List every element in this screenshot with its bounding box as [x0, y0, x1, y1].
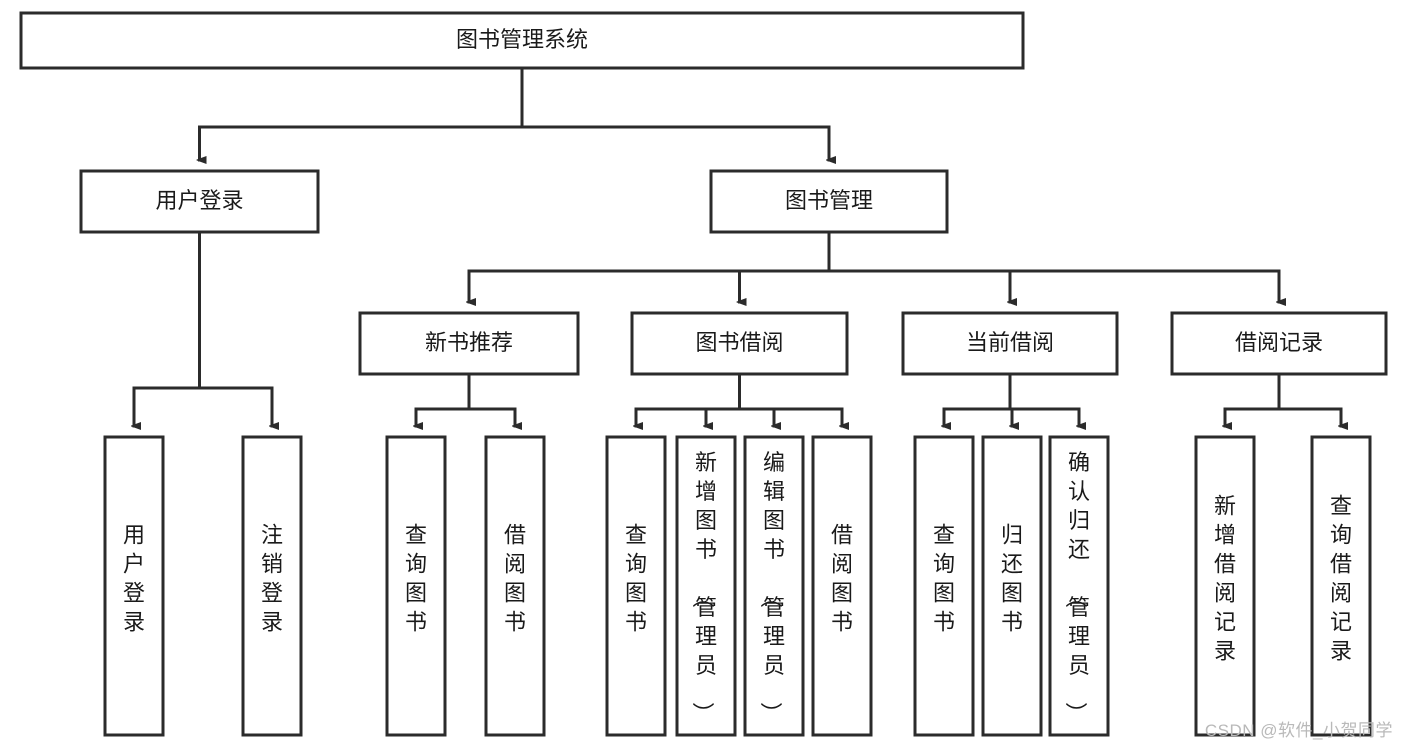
node-book-management-box[interactable]: [709, 169, 949, 234]
leaf-borrow-book-recommend-box[interactable]: [484, 435, 546, 737]
node-new-book-recommend-label: 新书推荐: [425, 330, 513, 355]
leaf-confirm-return-admin[interactable]: 确认归还（管理员）: [1048, 435, 1110, 737]
node-current-borrow-label: 当前借阅: [966, 330, 1054, 355]
node-borrow-records[interactable]: 借阅记录: [1170, 311, 1388, 376]
node-borrow-records-box[interactable]: [1170, 311, 1388, 376]
leaf-confirm-return-admin-label: 确认归还（管理员）: [1063, 450, 1090, 724]
leaf-add-borrow-record[interactable]: 新增借阅记录: [1194, 435, 1256, 737]
leaf-add-borrow-record-label: 新增借阅记录: [1214, 494, 1236, 664]
leaf-query-book-borrow-box[interactable]: [605, 435, 667, 737]
connector-layer: [134, 66, 1341, 426]
node-user-login-label: 用户登录: [155, 188, 243, 213]
leaf-return-book-box[interactable]: [981, 435, 1043, 737]
leaf-add-borrow-record-box[interactable]: [1194, 435, 1256, 737]
leaf-logout-label: 注销登录: [261, 523, 283, 635]
leaf-add-book-admin-label: 新增图书（管理员）: [690, 450, 717, 724]
node-user-login[interactable]: 用户登录: [79, 169, 320, 234]
leaf-confirm-return-admin-box[interactable]: [1048, 435, 1110, 737]
leaf-query-borrow-record-label: 查询借阅记录: [1330, 494, 1352, 664]
node-book-management[interactable]: 图书管理: [709, 169, 949, 234]
leaf-add-book-admin-box[interactable]: [675, 435, 737, 737]
leaf-query-book-current-label: 查询图书: [933, 523, 955, 635]
leaf-add-book-admin[interactable]: 新增图书（管理员）: [675, 435, 737, 737]
leaf-logout[interactable]: 注销登录: [241, 435, 303, 737]
leaf-query-borrow-record-box[interactable]: [1310, 435, 1372, 737]
leaf-borrow-book-recommend[interactable]: 借阅图书: [484, 435, 546, 737]
node-current-borrow-box[interactable]: [901, 311, 1119, 376]
node-root-system-box[interactable]: [19, 11, 1025, 70]
node-book-borrow[interactable]: 图书借阅: [630, 311, 849, 376]
leaf-query-borrow-record[interactable]: 查询借阅记录: [1310, 435, 1372, 737]
leaf-query-book-recommend-box[interactable]: [385, 435, 447, 737]
leaf-edit-book-admin[interactable]: 编辑图书（管理员）: [743, 435, 805, 737]
node-user-login-box[interactable]: [79, 169, 320, 234]
leaf-query-book-borrow[interactable]: 查询图书: [605, 435, 667, 737]
leaf-query-book-recommend[interactable]: 查询图书: [385, 435, 447, 737]
csdn-watermark: CSDN @软件_小贺同学: [1204, 721, 1393, 740]
node-new-book-recommend[interactable]: 新书推荐: [358, 311, 580, 376]
leaf-query-book-current-box[interactable]: [913, 435, 975, 737]
leaf-user-login-label: 用户登录: [123, 523, 145, 635]
node-book-borrow-label: 图书借阅: [695, 330, 783, 355]
leaf-query-book-recommend-label: 查询图书: [405, 523, 427, 635]
node-book-management-label: 图书管理: [785, 188, 873, 213]
leaf-user-login[interactable]: 用户登录: [103, 435, 165, 737]
leaf-return-book-label: 归还图书: [1001, 523, 1023, 635]
node-book-borrow-box[interactable]: [630, 311, 849, 376]
leaf-borrow-book[interactable]: 借阅图书: [811, 435, 873, 737]
leaf-query-book-borrow-label: 查询图书: [625, 523, 647, 635]
leaf-edit-book-admin-label: 编辑图书（管理员）: [758, 450, 785, 724]
leaf-borrow-book-recommend-label: 借阅图书: [504, 523, 526, 635]
leaf-return-book[interactable]: 归还图书: [981, 435, 1043, 737]
leaf-query-book-current[interactable]: 查询图书: [913, 435, 975, 737]
node-borrow-records-label: 借阅记录: [1235, 330, 1323, 355]
node-root-system-label: 图书管理系统: [456, 27, 588, 52]
node-root-system[interactable]: 图书管理系统: [19, 11, 1025, 70]
node-new-book-recommend-box[interactable]: [358, 311, 580, 376]
leaf-borrow-book-label: 借阅图书: [831, 523, 853, 635]
leaf-logout-box[interactable]: [241, 435, 303, 737]
leaf-edit-book-admin-box[interactable]: [743, 435, 805, 737]
leaf-borrow-book-box[interactable]: [811, 435, 873, 737]
node-current-borrow[interactable]: 当前借阅: [901, 311, 1119, 376]
leaf-user-login-box[interactable]: [103, 435, 165, 737]
